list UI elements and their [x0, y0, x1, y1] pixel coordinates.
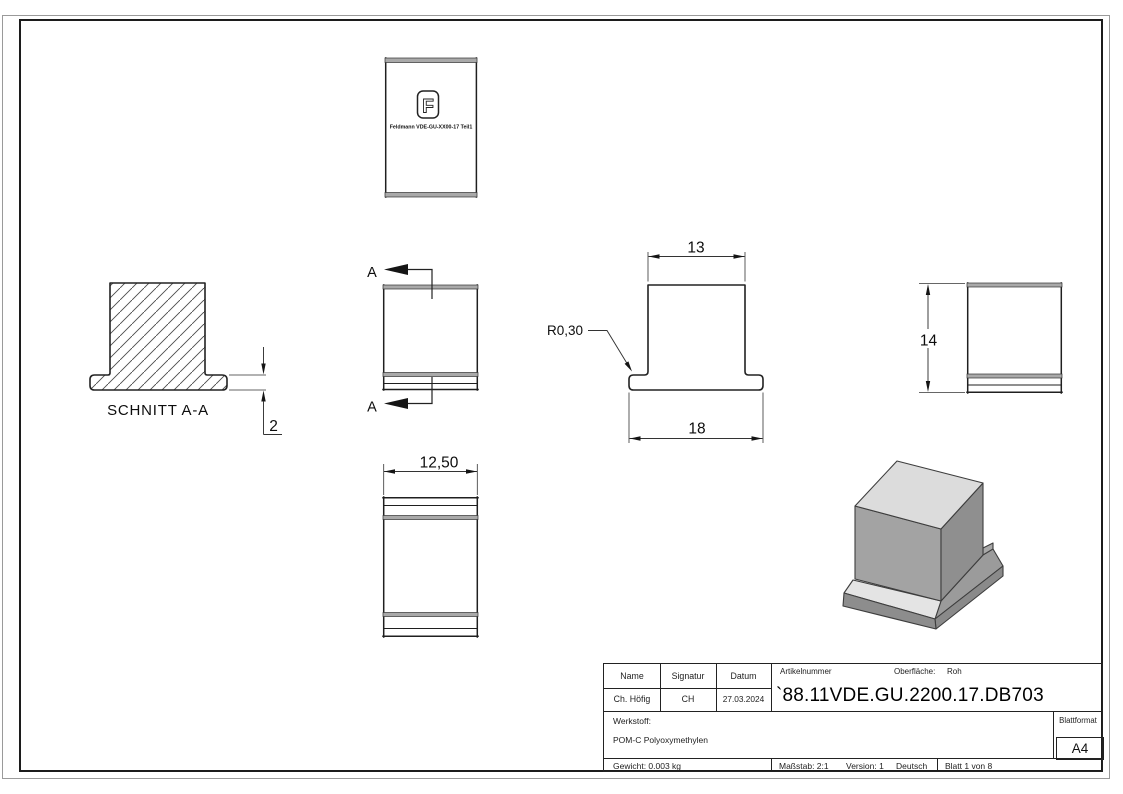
drawing-frame — [19, 19, 1103, 772]
section-caption: SCHNITT A-A — [107, 402, 209, 419]
iso-flange-front — [842, 592, 937, 630]
logo-letter: F — [422, 97, 434, 118]
tb-surface-value: Roh — [947, 667, 962, 676]
tb-name-header: Name — [620, 670, 644, 681]
dim-height: 14 — [920, 333, 938, 350]
tb-sheet-format-value: A4 — [1056, 737, 1104, 760]
view-part-label: F Feldmann VDE-GU-XX00-17 Teil1 — [384, 57, 478, 198]
tb-line — [771, 758, 773, 770]
tb-line — [716, 664, 718, 711]
section-profile — [89, 282, 228, 391]
tb-sheet-format-label: Blattformat — [1059, 716, 1097, 725]
tb-signature-header: Signatur — [671, 670, 705, 681]
tb-line — [604, 758, 1101, 760]
view-front: 13 18 R0,30 — [547, 240, 764, 443]
section-arrow-top-icon — [384, 264, 408, 275]
tb-article-label: Artikelnummer — [780, 667, 832, 676]
tb-material-value: POM-C Polyoxymethylen — [613, 735, 708, 745]
tb-name-value: Ch. Höfig — [613, 694, 651, 704]
front-profile — [628, 284, 764, 391]
view-width-1250: 12,50 — [382, 455, 479, 638]
tb-sheet-number: Blatt 1 von 8 — [945, 761, 993, 771]
paper-sheet — [2, 15, 1110, 779]
dim-flange-thickness: 2 — [269, 418, 278, 435]
view-isometric — [842, 460, 1004, 630]
iso-top-face — [854, 460, 984, 530]
tb-date-value: 27.03.2024 — [722, 694, 765, 704]
tb-date-header: Datum — [730, 670, 757, 681]
tb-language: Deutsch — [896, 761, 928, 771]
dim-width: 12,50 — [420, 455, 459, 472]
tb-line — [1053, 710, 1055, 758]
tb-line — [937, 758, 939, 770]
tb-version: Version: 1 — [846, 761, 884, 771]
tb-surface-label: Oberfläche: — [894, 667, 936, 676]
feldmann-logo-icon — [416, 90, 440, 119]
view-cut-plane: A A — [367, 264, 479, 416]
view-section-a-a: SCHNITT A-A 2 — [89, 282, 282, 435]
tb-material-label: Werkstoff: — [613, 716, 651, 726]
section-arrow-bottom-icon — [384, 398, 408, 409]
tb-line — [660, 664, 662, 711]
tb-line — [604, 710, 1101, 712]
tb-article-number: `88.11VDE.GU.2200.17.DB703 — [776, 685, 1044, 706]
radius-callout: R0,30 — [547, 323, 583, 338]
view-side-right: 14 — [919, 282, 1063, 394]
tb-line — [771, 664, 773, 711]
dim-top-width: 13 — [687, 240, 704, 257]
tb-scale: Maßstab: 2:1 — [779, 761, 829, 771]
tb-line — [604, 687, 771, 689]
tb-signature-value: CH — [681, 694, 695, 704]
section-label-bottom: A — [367, 400, 377, 416]
tb-weight: Gewicht: 0.003 kg — [613, 761, 682, 771]
part-label-text: Feldmann VDE-GU-XX00-17 Teil1 — [390, 125, 473, 131]
section-label-top: A — [367, 265, 377, 281]
title-block: Name Signatur Datum Ch. Höfig CH 27.03.2… — [603, 663, 1104, 772]
dim-flange-width: 18 — [688, 421, 705, 438]
